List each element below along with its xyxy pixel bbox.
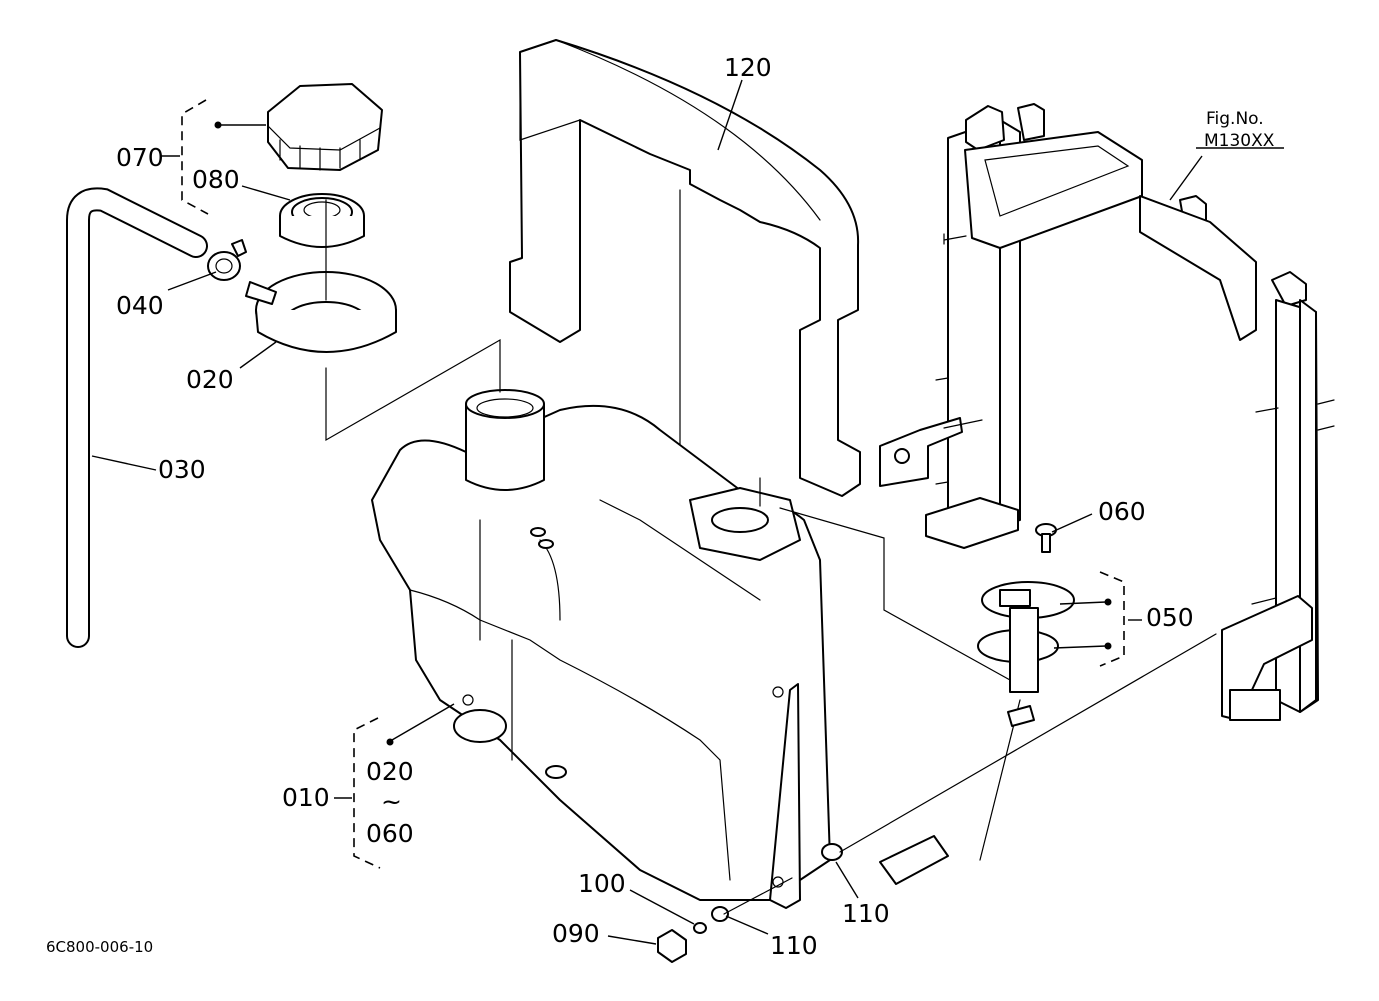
leader-lines — [91, 79, 1284, 945]
assembly-guide-lines — [325, 199, 1217, 915]
figure-ref-line2: M130XX — [1204, 131, 1275, 151]
figure-ref-line1: Fig.No. — [1206, 109, 1264, 129]
callout-060-range: 060 — [366, 819, 414, 848]
callout-060-bolt: 060 — [1098, 497, 1146, 526]
callout-090: 090 — [552, 919, 600, 948]
part-030-breather-hose — [66, 187, 208, 648]
callout-040: 040 — [116, 291, 164, 320]
part-010-fuel-tank — [371, 389, 831, 909]
part-110-washer-a — [821, 843, 843, 861]
part-100-washer — [693, 922, 707, 934]
part-120-cushion — [509, 39, 861, 499]
callout-range-tilde: ~ — [381, 787, 402, 816]
frame-assembly — [879, 103, 1335, 721]
part-090-nut — [657, 929, 687, 963]
callout-050: 050 — [1146, 603, 1194, 632]
bracket-group-010 — [353, 717, 381, 869]
callout-110-washer-b: 110 — [770, 931, 818, 960]
diagram-id: 6C800-006-10 — [46, 938, 153, 956]
callout-120: 120 — [724, 53, 772, 82]
part-080-cap-seal — [279, 193, 365, 248]
callout-080: 080 — [192, 165, 240, 194]
callout-110-washer-a: 110 — [842, 899, 890, 928]
bracket-group-050 — [1099, 571, 1125, 667]
bracket-group-070 — [181, 99, 209, 215]
part-020-filler-neck — [245, 271, 397, 353]
part-040-hose-clamp — [207, 239, 247, 281]
callout-070: 070 — [116, 143, 164, 172]
callout-010: 010 — [282, 783, 330, 812]
callout-030: 030 — [158, 455, 206, 484]
part-070-fuel-cap — [267, 83, 383, 171]
bullet-dots — [214, 121, 1112, 746]
part-050-fuel-sender — [879, 523, 1075, 885]
callout-100: 100 — [578, 869, 626, 898]
callout-020-range: 020 — [366, 757, 414, 786]
callout-020-neck: 020 — [186, 365, 234, 394]
part-110-washer-b — [711, 906, 729, 922]
